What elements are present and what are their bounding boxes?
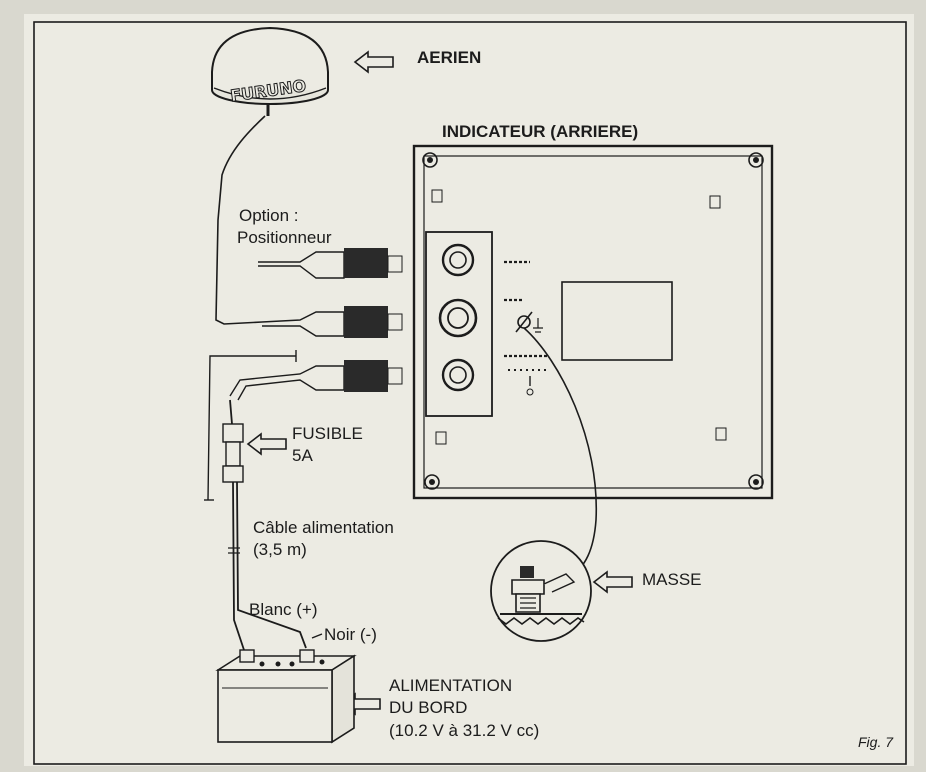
label-supply-line1: ALIMENTATION	[389, 676, 513, 695]
battery-icon	[215, 649, 357, 744]
antenna-icon: FURUNO	[211, 26, 329, 116]
power-cable-white	[232, 481, 245, 651]
label-cable-name: Câble alimentation	[253, 518, 394, 537]
label-supply-voltage: (10.2 V à 31.2 V cc)	[389, 721, 540, 740]
connector-power	[229, 360, 403, 401]
arrow-aerial-icon	[353, 50, 394, 74]
label-white-wire: Blanc (+)	[249, 600, 318, 619]
label-aerial: AERIEN	[417, 48, 482, 67]
display-unit-rear	[412, 144, 774, 500]
label-fuse-rating: 5A	[292, 446, 313, 465]
label-fuse-name: FUSIBLE	[292, 424, 363, 443]
power-cable-top	[229, 399, 233, 425]
label-supply-line2: DU BORD	[389, 698, 468, 717]
figure-frame	[33, 21, 907, 765]
label-ground: MASSE	[642, 570, 702, 589]
label-option-title: Option :	[239, 206, 299, 225]
arrow-fuse-icon	[246, 432, 287, 456]
ground-terminal-detail	[490, 540, 592, 642]
connector-option	[258, 248, 403, 279]
label-option-device: Positionneur	[237, 228, 332, 247]
label-display-rear: INDICATEUR (ARRIERE)	[442, 122, 639, 141]
connector-antenna	[261, 306, 403, 338]
label-figure-number: Fig. 7	[858, 734, 894, 750]
black-wire-leader	[311, 633, 323, 639]
cable-marker	[228, 547, 240, 554]
dimension-line	[204, 350, 297, 501]
fuse-holder	[222, 423, 244, 483]
label-black-wire: Noir (-)	[324, 625, 377, 644]
ground-wire	[523, 327, 598, 579]
arrow-ground-icon	[592, 570, 633, 594]
power-cable-black	[236, 481, 307, 649]
antenna-cable	[215, 115, 266, 325]
label-cable-length: (3,5 m)	[253, 540, 307, 559]
